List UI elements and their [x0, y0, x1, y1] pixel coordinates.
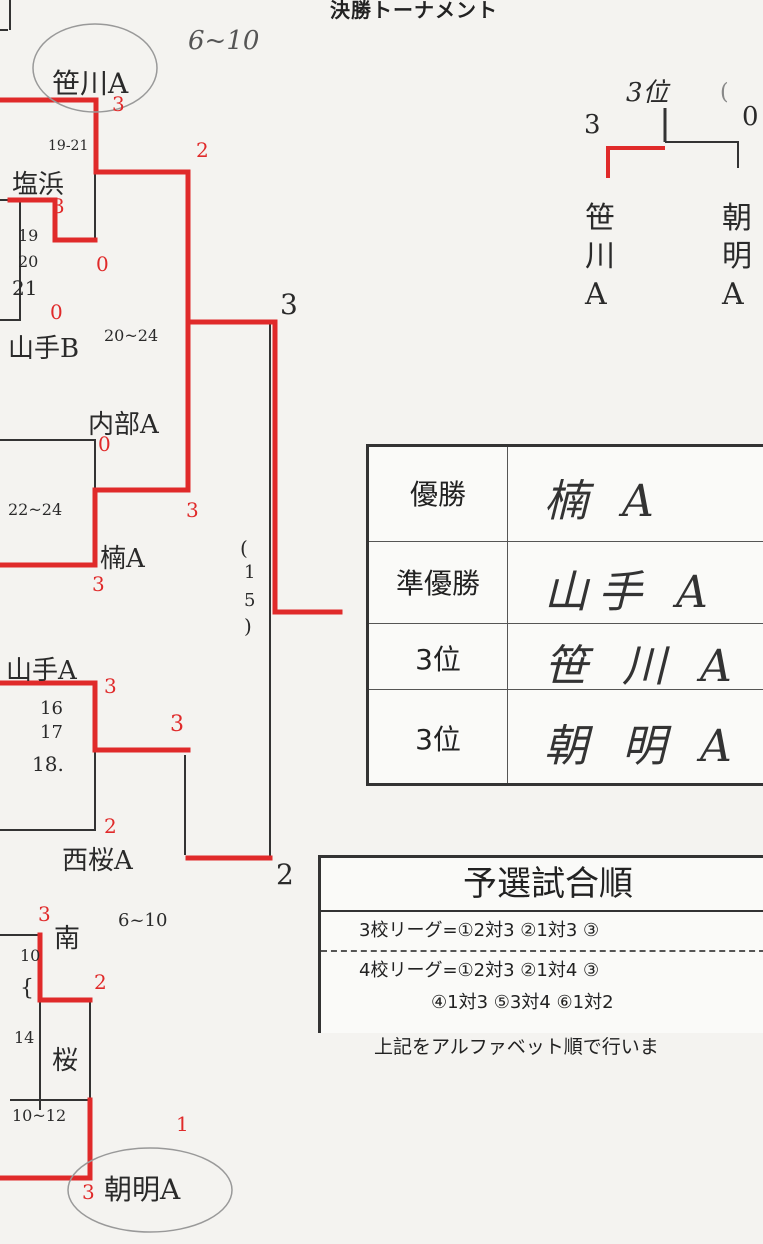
note-1: 1	[244, 562, 256, 583]
order-note: 上記をアルファベット順で行いま	[374, 1036, 659, 1058]
score-asake-a: 3	[82, 1180, 95, 1204]
score-yamate-a: 3	[104, 674, 117, 698]
note-paren-open: (	[240, 536, 248, 560]
score-sasagawa-a: 3	[112, 92, 125, 116]
third-place-left-score: 3	[584, 110, 601, 140]
score-uchibe-a: 0	[98, 432, 111, 456]
note-14: 14	[14, 1028, 35, 1047]
team-yamate-a: 山手A	[6, 656, 77, 686]
match-score-sf-top: 3	[280, 288, 298, 321]
right-team-char-1: 朝	[722, 201, 752, 236]
order-line-4-team: 4校リーグ=①2対3 ②1対4 ③	[359, 960, 600, 981]
circle-mark-top	[32, 23, 158, 113]
note-19-21: 19-21	[48, 138, 89, 154]
order-line-3-team: 3校リーグ=①2対3 ②1対3 ③	[359, 920, 600, 941]
note-paren-close: )	[244, 614, 252, 638]
third-place-corner-mark: (	[720, 80, 729, 105]
third-place-left-team: 笹 川 A	[585, 200, 615, 314]
results-label-third-2: 3位	[415, 723, 461, 756]
note-6-10: 6~10	[118, 910, 168, 931]
results-value-third-1: 笹 川 A	[544, 641, 742, 692]
note-brace: {	[20, 976, 34, 1001]
left-team-char-1: 笹	[585, 201, 615, 236]
note-20: 20	[18, 252, 39, 271]
note-20-24: 20~24	[104, 326, 159, 345]
results-row-2: 準優勝 山手 A	[369, 541, 763, 624]
match-score-bottom-1: 1	[176, 1112, 189, 1136]
left-team-char-2: 川	[585, 239, 615, 274]
third-place-right-team: 朝 明 A	[722, 200, 752, 314]
results-row-4: 3位 朝 明 A	[369, 689, 763, 786]
order-heading: 予選試合順	[321, 858, 763, 912]
third-place-lines	[606, 108, 739, 178]
score-sakura: 2	[94, 970, 107, 994]
order-line-4-team-cont: ④1対3 ⑤3対4 ⑥1対2	[431, 992, 614, 1013]
note-5: 5	[244, 590, 256, 611]
top-note: 6~10	[188, 26, 260, 56]
results-row-1: 優勝 楠 A	[369, 445, 763, 541]
score-minami: 3	[38, 902, 51, 926]
score-shiohama: 3	[52, 194, 65, 218]
results-table: 優勝 楠 A 準優勝 山手 A 3位 笹 川 A 3位 朝 明 A	[366, 444, 763, 786]
note-21: 21	[12, 276, 38, 300]
note-16: 16	[40, 698, 63, 719]
team-uchibe-a: 内部A	[88, 410, 159, 440]
results-separator	[507, 447, 508, 783]
note-19: 19	[18, 226, 39, 245]
results-row-3: 3位 笹 川 A	[369, 623, 763, 692]
score-kusunoki-a: 3	[92, 572, 105, 596]
note-22-24: 22~24	[8, 500, 63, 519]
note-10: 10	[20, 946, 41, 965]
preliminary-order-box: 予選試合順 3校リーグ=①2対3 ②1対3 ③ 4校リーグ=①2対3 ②1対4 …	[318, 855, 763, 1033]
results-label-champion: 優勝	[409, 478, 466, 511]
right-team-char-3: A	[722, 277, 744, 312]
team-kusunoki-a: 楠A	[100, 544, 145, 574]
page-title: 決勝トーナメント	[330, 0, 498, 22]
match-score-r2-kusunoki: 3	[186, 498, 199, 522]
score-nishizakura-a: 2	[104, 814, 117, 838]
right-team-char-2: 明	[722, 239, 752, 274]
team-yamate-b: 山手B	[8, 334, 80, 364]
score-yamate-b: 0	[50, 300, 63, 324]
bracket-red-lines	[0, 97, 343, 1181]
match-score-r2-yamate: 3	[170, 712, 184, 737]
note-10-12: 10~12	[12, 1106, 67, 1125]
team-nishizakura-a: 西桜A	[62, 846, 133, 876]
left-team-char-3: A	[585, 277, 607, 312]
team-minami: 南	[54, 924, 81, 954]
order-divider	[321, 950, 763, 952]
match-score-sf-bottom: 2	[276, 858, 294, 891]
team-sakura: 桜	[52, 1046, 79, 1076]
match-score-r2-top: 2	[196, 138, 209, 162]
results-value-runner-up: 山手 A	[544, 567, 718, 618]
results-label-third-1: 3位	[415, 643, 461, 676]
results-value-third-2: 朝 明 A	[544, 721, 742, 772]
circle-mark-bottom	[67, 1147, 233, 1233]
results-label-runner-up: 準優勝	[395, 567, 480, 600]
team-sasagawa-a: 笹川A	[52, 67, 129, 100]
match-score-shiohama-yamateb: 0	[96, 252, 109, 276]
third-place-label: 3位	[626, 78, 669, 108]
third-place-right-score: 0	[742, 102, 759, 132]
team-shiohama: 塩浜	[12, 170, 65, 200]
note-18: 18.	[32, 752, 64, 776]
note-17: 17	[40, 722, 63, 743]
results-value-champion: 楠 A	[544, 476, 664, 527]
team-asake-a: 朝明A	[104, 1173, 181, 1206]
